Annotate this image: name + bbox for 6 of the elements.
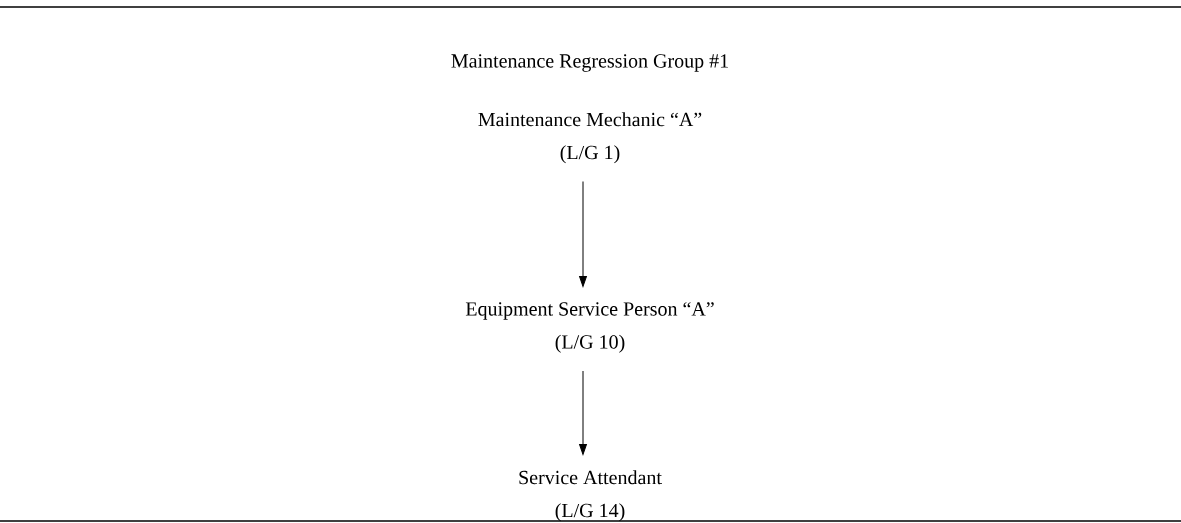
arrow (579, 370, 587, 455)
title: Maintenance Regression Group #1 (451, 54, 728, 72)
job-title-text: Equipment Service Person “A” (L/G 10) (465, 302, 714, 353)
job-title-text: Maintenance Mechanic “A” (L/G 1) (478, 112, 702, 164)
job-title-text: Service Attendant (L/G 14) (519, 470, 662, 522)
arrow (579, 181, 587, 287)
